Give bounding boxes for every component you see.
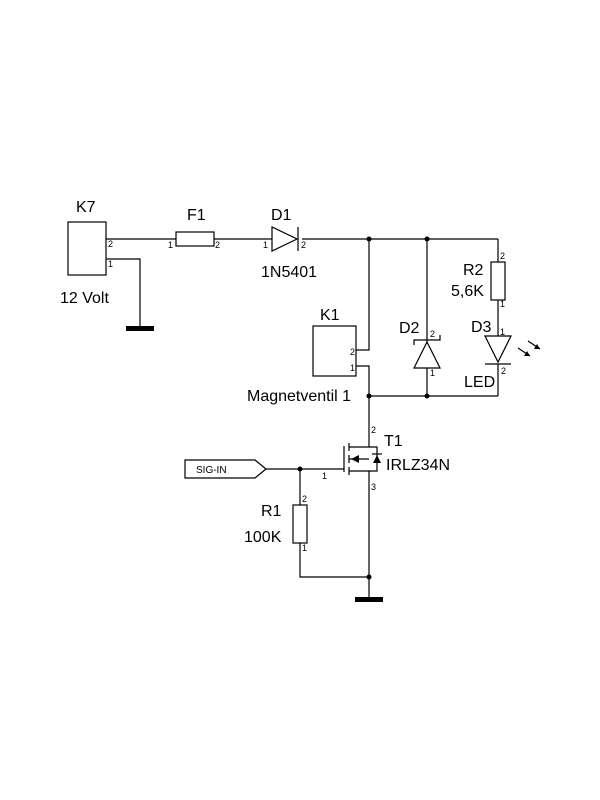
junction-dot: [366, 393, 372, 399]
junction-dot: [366, 574, 372, 580]
pin-label: 1: [168, 240, 173, 250]
body-diode-icon: [373, 455, 381, 463]
diode-d2: D2 2 1: [399, 320, 441, 378]
pin-label: 1: [302, 543, 307, 553]
pin-label: 1: [322, 471, 327, 481]
fuse-f1: F1 1 2: [168, 207, 220, 250]
pin-label: 1: [500, 327, 505, 337]
light-emission-icon: [517, 340, 541, 357]
pin-label: 1: [108, 259, 113, 269]
pin-label: 2: [108, 239, 113, 249]
connector-k7-value: 12 Volt: [60, 290, 109, 307]
wire-r1-ground: [299, 543, 369, 578]
resistor-r2: R2 5,6K 2 1: [451, 251, 506, 309]
valve-k1-ref: K1: [320, 307, 340, 324]
fuse-f1-body: [175, 231, 215, 247]
resistor-r1-body: [292, 504, 308, 544]
signal-input-port-shape: [184, 459, 267, 479]
junction-dot: [424, 236, 430, 242]
resistor-r1-value: 100K: [244, 529, 282, 546]
signal-input-label: SIG-IN: [196, 465, 227, 476]
pin-label: 2: [301, 240, 306, 250]
valve-k1-body: [312, 325, 357, 377]
junction-dot: [424, 393, 430, 399]
pin-label: 2: [350, 347, 355, 357]
diode-d1-ref: D1: [271, 207, 292, 224]
pin-label: 2: [500, 251, 505, 261]
diode-d2-cathode: [413, 335, 441, 345]
pin-label: 2: [430, 329, 435, 339]
pin-label: 2: [371, 425, 376, 435]
source-lead: [349, 470, 370, 482]
pin-label: 1: [263, 240, 268, 250]
diode-d1-value: 1N5401: [261, 264, 317, 281]
mosfet-arrow-icon: [351, 455, 359, 463]
wire-rail-k1: [356, 239, 370, 351]
resistor-r2-ref: R2: [463, 262, 484, 279]
junctions: [297, 236, 430, 580]
pin-label: 3: [371, 482, 376, 492]
pin-label: 1: [350, 363, 355, 373]
led-d3-ref: D3: [471, 319, 492, 336]
ground-symbol-k7: [126, 326, 154, 331]
connector-k7-body: [67, 221, 107, 276]
valve-k1-value: Magnetventil 1: [247, 388, 351, 405]
ground-symbol-t1: [355, 597, 383, 602]
wire-k1-node: [356, 365, 370, 396]
drain-lead: [349, 436, 370, 448]
junction-dot: [297, 466, 303, 472]
wire-k7-ground: [106, 258, 141, 326]
connector-k7-ref: K7: [76, 199, 96, 216]
resistor-r2-body: [490, 261, 506, 301]
pin-label: 1: [500, 299, 505, 309]
pin-label: 2: [215, 240, 220, 250]
pin-label: 2: [501, 366, 506, 376]
led-d3: D3 LED 1 2: [464, 319, 541, 391]
fuse-f1-ref: F1: [187, 207, 206, 224]
led-d3-value: LED: [464, 374, 495, 391]
valve-k1: K1 Magnetventil 1 2 1: [247, 307, 357, 405]
diode-d1: D1 1N5401 1 2: [261, 207, 317, 281]
pin-label: 2: [302, 494, 307, 504]
mosfet-t1: T1 IRLZ34N 2 1 3: [322, 425, 450, 492]
resistor-r1: R1 100K 2 1: [244, 494, 308, 553]
led-d3-symbol: [484, 335, 512, 364]
diode-d2-ref: D2: [399, 320, 420, 337]
signal-input-port: SIG-IN: [184, 459, 267, 479]
diode-d2-symbol: [413, 340, 441, 369]
mosfet-t1-value: IRLZ34N: [386, 457, 450, 474]
mosfet-t1-ref: T1: [384, 433, 403, 450]
resistor-r2-value: 5,6K: [451, 283, 484, 300]
connector-k7: K7 12 Volt 2 1: [60, 199, 113, 307]
junction-dot: [366, 236, 372, 242]
pin-label: 1: [430, 368, 435, 378]
diode-d1-symbol: [271, 226, 299, 252]
resistor-r1-ref: R1: [261, 503, 282, 520]
